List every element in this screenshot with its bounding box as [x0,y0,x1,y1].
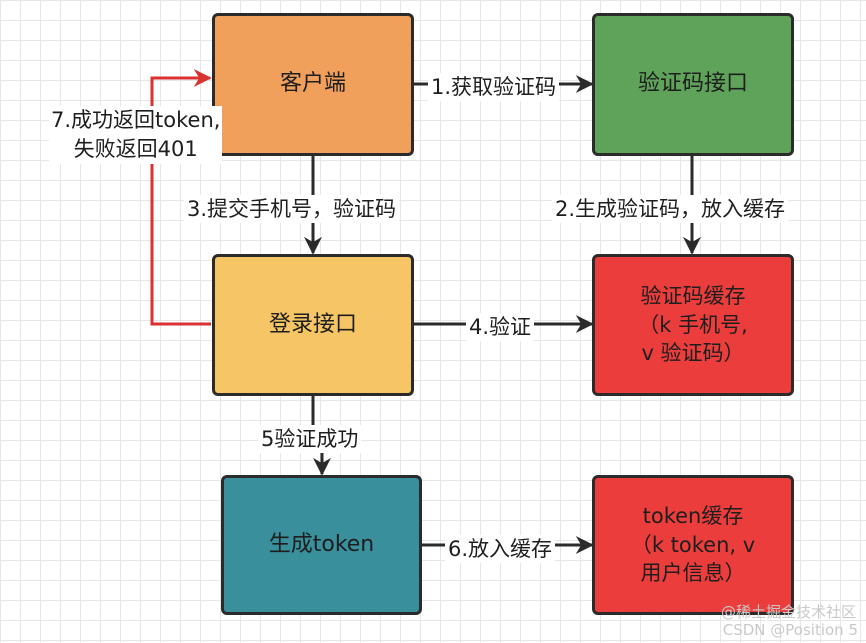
edge-label-3: 3.提交手机号，验证码 [184,195,400,223]
node-captcha-api: 验证码接口 [592,13,794,156]
node-gen-token: 生成token [221,475,422,615]
edge-label-2: 2.生成验证码，放入缓存 [552,195,789,223]
edge-label-6: 6.放入缓存 [445,535,556,563]
watermark-csdn: CSDN @Position 5 [722,621,858,639]
watermark-juejin: @稀土掘金技术社区 [720,603,856,621]
node-captcha-cache: 验证码缓存 （k 手机号, v 验证码） [592,254,794,396]
node-client: 客户端 [212,13,414,156]
node-login-api: 登录接口 [212,254,414,396]
edge-label-7: 7.成功返回token, 失败返回401 [49,106,223,164]
edge-label-5: 5验证成功 [258,425,362,453]
node-token-cache: token缓存 （k token, v 用户信息） [592,475,794,615]
edge-label-4: 4.验证 [466,313,535,341]
edge-login-api-to-client [150,69,212,326]
edge-label-1: 1.获取验证码 [428,73,560,101]
